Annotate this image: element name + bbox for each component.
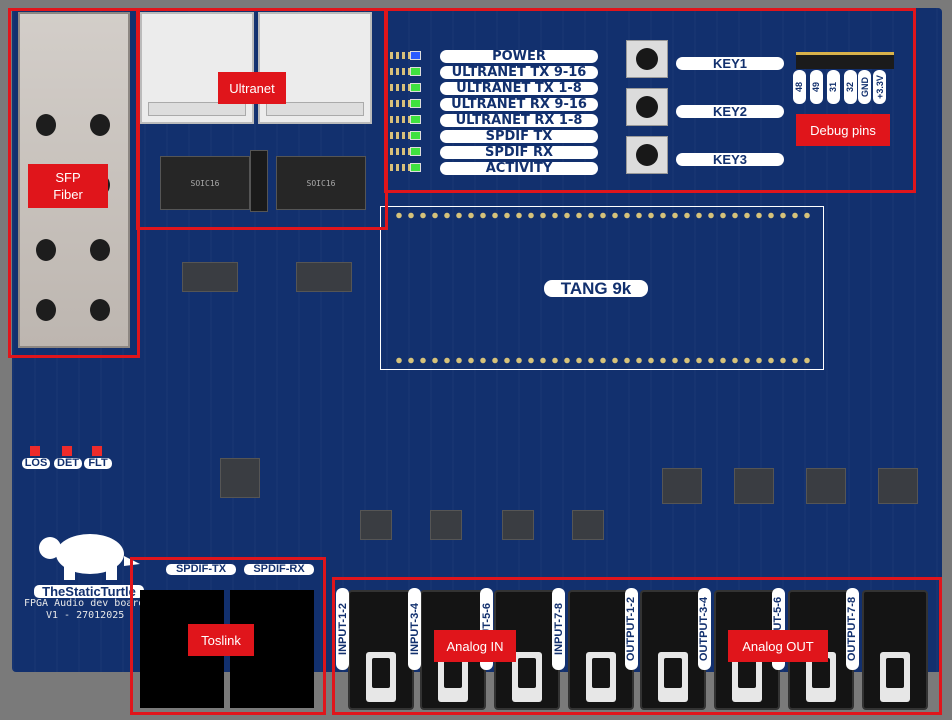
led-label-ultranet-tx-1-8: ULTRANET TX 1-8	[440, 82, 598, 95]
status-led	[390, 163, 430, 172]
region-toslink-label: Toslink	[188, 624, 254, 656]
led-label-ultranet-rx-9-16: ULTRANET RX 9-16	[440, 98, 598, 111]
debug-pin-label: 49	[810, 70, 823, 104]
spdif-chip	[220, 458, 260, 498]
led-label-ultranet-tx-9-16: ULTRANET TX 9-16	[440, 66, 598, 79]
led-label-power: POWER	[440, 50, 598, 63]
fault-led-det	[62, 446, 72, 456]
jumper-header	[250, 150, 268, 212]
led-label-spdif-rx: SPDIF RX	[440, 146, 598, 159]
codec-chip	[360, 510, 392, 540]
region-analog-out-label: Analog OUT	[728, 630, 828, 662]
led-label-activity: ACTIVITY	[440, 162, 598, 175]
region-debug-label: Debug pins	[796, 114, 890, 146]
fpga-module-label: TANG 9k	[544, 280, 648, 297]
dac-chip	[734, 468, 774, 504]
brand-subtitle: FPGA Audio dev board	[24, 598, 145, 609]
status-led	[390, 99, 430, 108]
chip-marking: SOIC16	[306, 178, 336, 188]
fpga-module-outline	[380, 206, 824, 370]
dac-chip	[878, 468, 918, 504]
codec-chip	[572, 510, 604, 540]
status-led	[390, 67, 430, 76]
brand-name: TheStaticTurtle	[34, 585, 144, 598]
rj45-port-1	[140, 12, 254, 124]
sfp-hole	[90, 239, 110, 261]
line-driver-chip	[296, 262, 352, 292]
led-label-spdif-tx: SPDIF TX	[440, 130, 598, 143]
transformer-chip-1: SOIC16	[160, 156, 250, 210]
dac-chip	[806, 468, 846, 504]
key1-label: KEY1	[676, 57, 784, 70]
line-driver-chip	[182, 262, 238, 292]
debug-pin-header	[796, 52, 894, 69]
analog-jack	[568, 590, 634, 710]
dac-chip	[662, 468, 702, 504]
spdif-tx-label: SPDIF-TX	[166, 564, 236, 575]
status-led	[390, 131, 430, 140]
sfp-hole	[36, 299, 56, 321]
status-led	[390, 115, 430, 124]
jack-label-output-3-4: OUTPUT-3-4	[698, 588, 711, 670]
sfp-hole	[90, 114, 110, 136]
fault-label-los: LOS	[22, 458, 50, 469]
fault-label-flt: FLT	[84, 458, 112, 469]
status-led	[390, 83, 430, 92]
status-led	[390, 51, 430, 60]
rj45-port-2	[258, 12, 372, 124]
jack-label-input-7-8: INPUT-7-8	[552, 588, 565, 670]
jack-label-output-1-2: OUTPUT-1-2	[625, 588, 638, 670]
key3-label: KEY3	[676, 153, 784, 166]
region-analog-box	[332, 577, 942, 715]
turtle-logo-icon	[39, 534, 140, 580]
chip-marking: SOIC16	[190, 178, 220, 188]
jack-label-input-1-2: INPUT-1-2	[336, 588, 349, 670]
region-toslink-box	[130, 557, 326, 715]
brand-version: V1 - 27012025	[46, 610, 125, 621]
fault-led-los	[30, 446, 40, 456]
debug-pin-label: 31	[827, 70, 840, 104]
analog-jack	[862, 590, 928, 710]
region-sfp-label: SFP Fiber	[28, 164, 108, 208]
jack-label-input-3-4: INPUT-3-4	[408, 588, 421, 670]
key2-button[interactable]	[626, 88, 668, 126]
region-debug-box	[384, 8, 916, 193]
jack-label-output-7-8: OUTPUT-7-8	[846, 588, 859, 670]
codec-chip	[502, 510, 534, 540]
sfp-hole	[36, 239, 56, 261]
region-ultranet-box	[136, 8, 388, 230]
key2-label: KEY2	[676, 105, 784, 118]
key1-button[interactable]	[626, 40, 668, 78]
sfp-hole	[36, 114, 56, 136]
transformer-chip-2: SOIC16	[276, 156, 366, 210]
led-label-ultranet-rx-1-8: ULTRANET RX 1-8	[440, 114, 598, 127]
debug-pin-label: +3.3V	[873, 70, 886, 104]
sfp-hole	[90, 299, 110, 321]
region-analog-in-label: Analog IN	[434, 630, 516, 662]
fault-label-det: DET	[54, 458, 82, 469]
codec-chip	[430, 510, 462, 540]
region-ultranet-label: Ultranet	[218, 72, 286, 104]
status-led	[390, 147, 430, 156]
debug-pin-label: 32	[844, 70, 857, 104]
debug-pin-label: GND	[858, 70, 871, 104]
key3-button[interactable]	[626, 136, 668, 174]
debug-pin-label: 48	[793, 70, 806, 104]
fault-led-flt	[92, 446, 102, 456]
spdif-rx-label: SPDIF-RX	[244, 564, 314, 575]
